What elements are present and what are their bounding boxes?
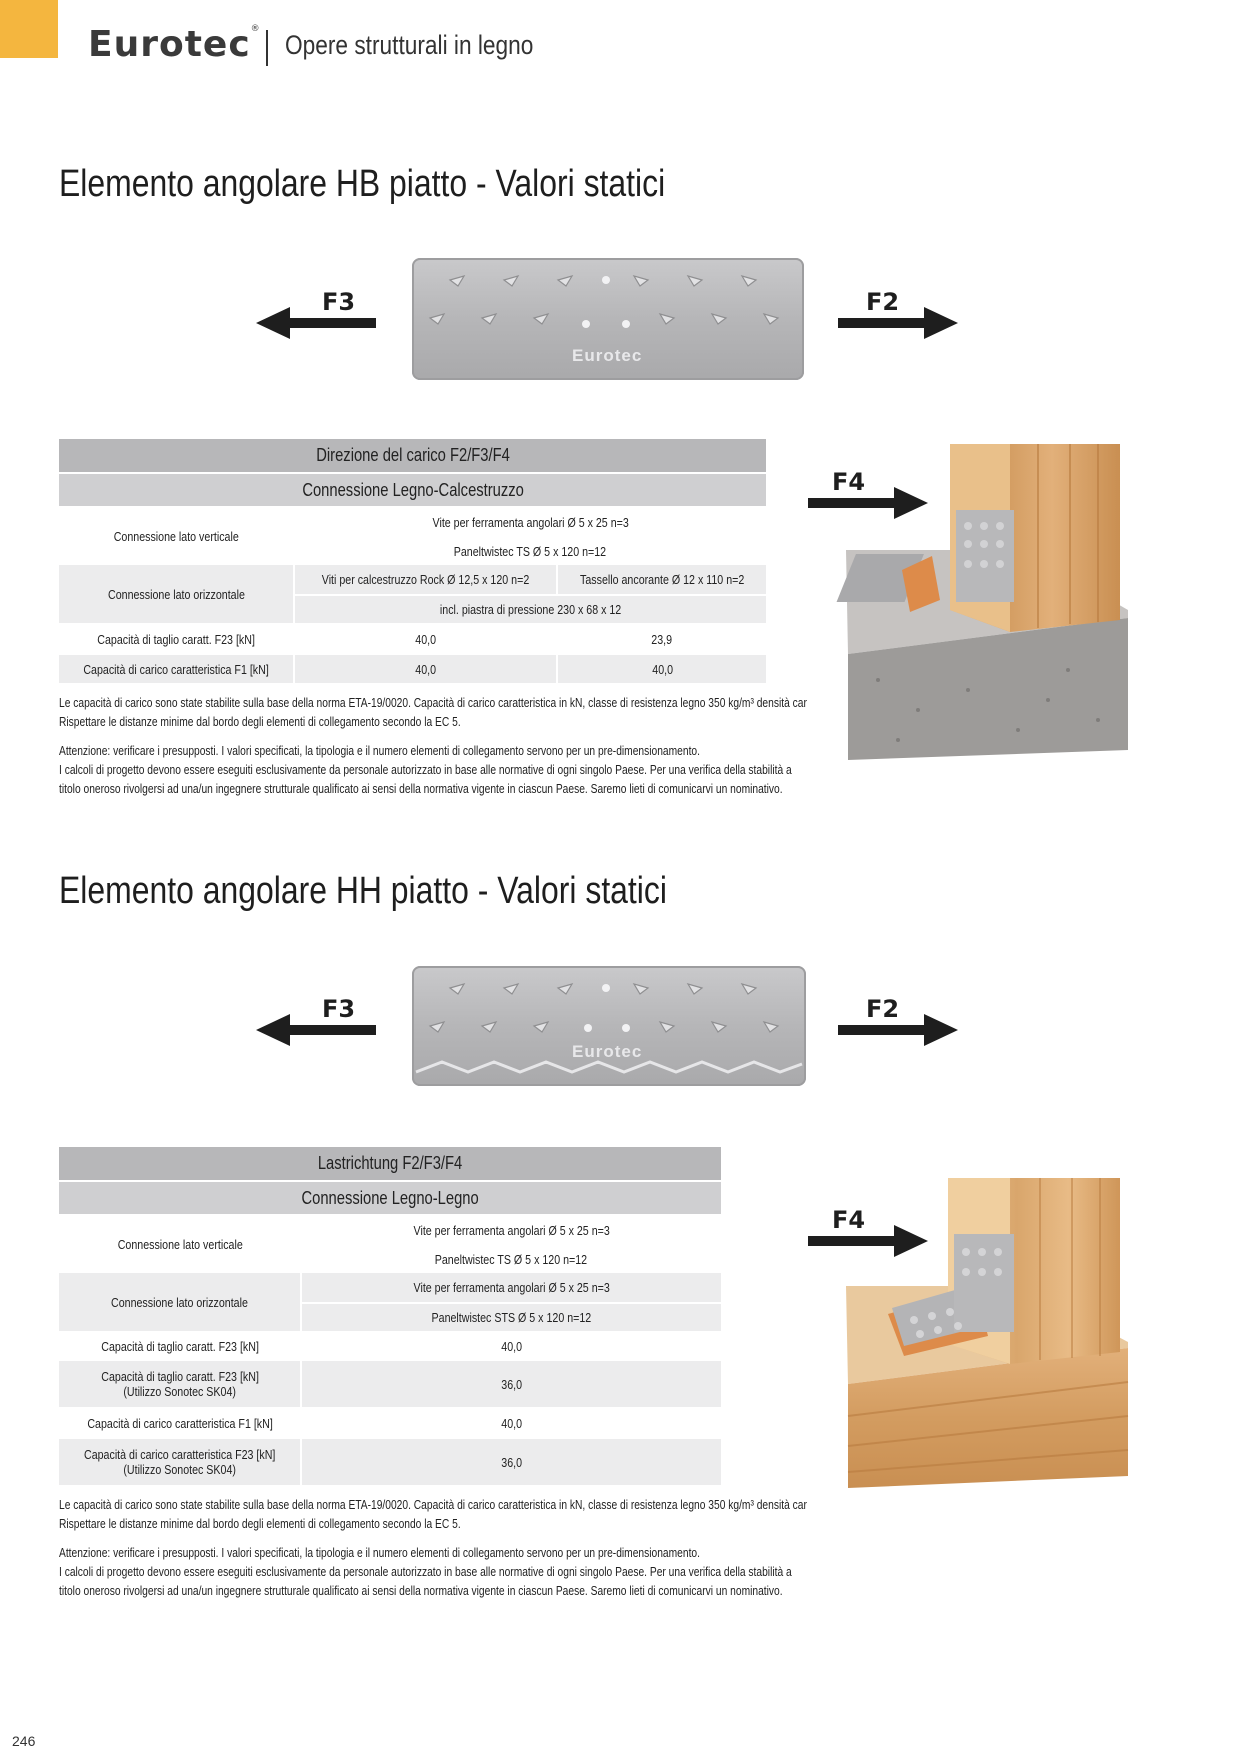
- arrow-label-f4: F4: [832, 1206, 866, 1234]
- shear-value-rock: 40,0: [415, 631, 437, 647]
- arrow-label-f4: F4: [832, 468, 866, 496]
- notes-hb: Le capacità di carico sono state stabili…: [59, 694, 807, 799]
- arrow-left-icon: [256, 307, 376, 339]
- row-label-load-sonotec: Capacità di carico caratteristica F23 [k…: [59, 1439, 302, 1485]
- brand-logo: Eurotec®: [88, 24, 261, 65]
- plate-holes-icon: [415, 983, 803, 1074]
- horizontal-connector-plate: incl. piastra di pressione 230 x 68 x 12: [293, 594, 767, 623]
- row-label-load: Capacità di carico caratteristica F1 [kN…: [87, 1415, 273, 1431]
- note-line: Le capacità di carico sono state stabili…: [59, 696, 807, 710]
- note-line: Le capacità di carico sono state stabili…: [59, 1498, 807, 1512]
- load-value: 40,0: [500, 1415, 522, 1431]
- vertical-connector-1: Vite per ferramenta angolari Ø 5 x 25 n=…: [432, 515, 629, 530]
- load-value-anchor: 40,0: [556, 655, 767, 683]
- row-label-load: Capacità di carico caratteristica F1 [kN…: [59, 655, 295, 683]
- plate-holes-icon: [428, 275, 780, 328]
- arrow-label-f3: F3: [322, 995, 356, 1023]
- header-divider: [266, 30, 268, 66]
- page-number: 246: [12, 1733, 36, 1749]
- arrow-right-icon: [838, 307, 958, 339]
- illustration-timber-concrete: [836, 444, 1128, 760]
- table-header-connection: Connessione Legno-Calcestruzzo: [59, 473, 767, 508]
- plate-logo: Eurotec: [572, 346, 643, 365]
- horizontal-connector-2: Paneltwistec STS Ø 5 x 120 n=12: [300, 1302, 721, 1331]
- row-label-horizontal: Connessione lato orizzontale: [59, 1273, 302, 1331]
- horizontal-connector-anchor: Tassello ancorante Ø 12 x 110 n=2: [556, 565, 767, 595]
- vertical-connector-1: Vite per ferramenta angolari Ø 5 x 25 n=…: [413, 1223, 610, 1238]
- illustration-timber-timber: [846, 1178, 1129, 1488]
- header-subtitle: Opere strutturali in legno: [285, 30, 534, 60]
- corner-tab: [0, 0, 58, 58]
- static-values-table-hb: Direzione del carico F2/F3/F4 Connession…: [59, 439, 767, 683]
- plate-logo: Eurotec: [572, 1042, 643, 1061]
- arrow-label-f3: F3: [322, 288, 356, 316]
- note-line: titolo oneroso rivolgersi ad una/un inge…: [59, 1584, 783, 1598]
- table-header-connection: Connessione Legno-Legno: [59, 1181, 721, 1216]
- horizontal-connector-rock: Viti per calcestruzzo Rock Ø 12,5 x 120 …: [293, 565, 558, 595]
- row-label-vertical: Connessione lato verticale: [117, 1237, 243, 1252]
- arrow-f4-icon: [808, 487, 928, 519]
- note-line: Attenzione: verificare i presupposti. I …: [59, 1546, 700, 1560]
- note-line: Rispettare le distanze minime dal bordo …: [59, 715, 461, 729]
- section-title-hb: Elemento angolare HB piatto - Valori sta…: [59, 163, 666, 205]
- load-sonotec-value: 36,0: [300, 1439, 721, 1485]
- static-values-table-hh: Lastrichtung F2/F3/F4 Connessione Legno-…: [59, 1147, 721, 1485]
- row-label-shear: Capacità di taglio caratt. F23 [kN]: [97, 631, 256, 647]
- arrow-left-icon: [256, 1014, 376, 1046]
- horizontal-connector-1: Vite per ferramenta angolari Ø 5 x 25 n=…: [300, 1273, 721, 1303]
- note-line: Rispettare le distanze minime dal bordo …: [59, 1517, 461, 1531]
- vertical-connector-2: Paneltwistec TS Ø 5 x 120 n=12: [434, 1251, 588, 1267]
- vertical-connector-2: Paneltwistec TS Ø 5 x 120 n=12: [454, 543, 607, 559]
- arrow-label-f2: F2: [866, 995, 900, 1023]
- load-value-rock: 40,0: [293, 655, 558, 683]
- note-line: titolo oneroso rivolgersi ad una/un inge…: [59, 782, 783, 796]
- note-line: I calcoli di progetto devono essere eseg…: [59, 1565, 792, 1579]
- table-header-load-direction: Lastrichtung F2/F3/F4: [59, 1147, 721, 1182]
- note-line: Attenzione: verificare i presupposti. I …: [59, 744, 700, 758]
- row-label-shear: Capacità di taglio caratt. F23 [kN]: [101, 1338, 259, 1354]
- section-title-hh: Elemento angolare HH piatto - Valori sta…: [59, 870, 667, 912]
- angle-plate-image: Eurotec: [412, 258, 804, 380]
- table-header-load-direction: Direzione del carico F2/F3/F4: [59, 439, 767, 474]
- shear-sonotec-value: 36,0: [300, 1361, 721, 1407]
- arrow-right-icon: [838, 1014, 958, 1046]
- notes-hh: Le capacità di carico sono state stabili…: [59, 1496, 807, 1601]
- row-label-shear-sonotec: Capacità di taglio caratt. F23 [kN] (Uti…: [59, 1361, 302, 1407]
- arrow-label-f2: F2: [866, 288, 900, 316]
- angle-plate-image: Eurotec: [412, 966, 806, 1086]
- row-label-vertical: Connessione lato verticale: [114, 529, 240, 544]
- arrow-f4-icon: [808, 1225, 928, 1257]
- note-line: I calcoli di progetto devono essere eseg…: [59, 763, 792, 777]
- shear-value-anchor: 23,9: [651, 631, 673, 647]
- shear-value: 40,0: [500, 1338, 522, 1354]
- row-label-horizontal: Connessione lato orizzontale: [59, 565, 295, 623]
